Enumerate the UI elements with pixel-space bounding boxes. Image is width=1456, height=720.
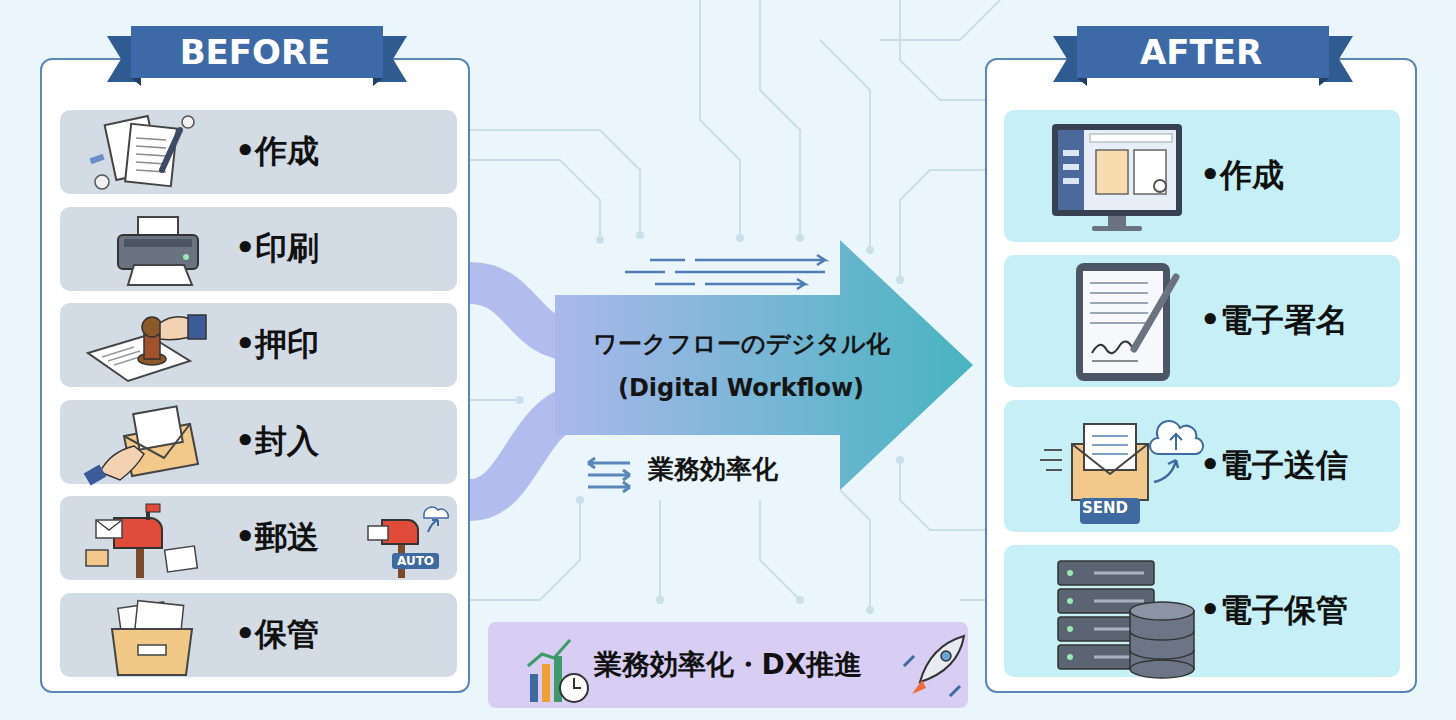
panel-heading: BEFORE xyxy=(180,30,331,74)
step-box: •作成 xyxy=(1004,110,1400,242)
auto-badge: AUTO xyxy=(392,553,439,569)
step-label: •郵送 xyxy=(235,516,319,560)
stamp-icon xyxy=(78,305,208,387)
arrow-shape xyxy=(555,240,975,490)
goal-box: 業務効率化・DX推進 xyxy=(488,622,968,708)
step-label: •封入 xyxy=(235,420,319,464)
arrow-label: ワークフローのデジタル化 (Digital Workflow) xyxy=(561,322,921,410)
step-box: •作成 xyxy=(60,110,457,194)
step-box: •印刷 xyxy=(60,207,457,291)
step-box: •封入 xyxy=(60,400,457,484)
efficiency-label: 業務効率化 xyxy=(648,452,778,487)
printer-icon xyxy=(94,211,224,291)
step-label: •電子署名 xyxy=(1200,299,1348,343)
step-label: •押印 xyxy=(235,323,319,367)
step-label: •印刷 xyxy=(235,227,319,271)
step-box: •電子保管 xyxy=(1004,545,1400,677)
box-icon xyxy=(80,595,210,677)
circuit-lines xyxy=(470,0,1000,610)
step-box: •電子送信 xyxy=(1004,400,1400,532)
server-icon xyxy=(1020,549,1210,675)
send-badge: SEND xyxy=(1076,498,1134,518)
step-label: •電子送信 xyxy=(1200,444,1348,488)
efficiency-arrows-icon xyxy=(588,458,630,492)
step-label: •作成 xyxy=(235,130,319,174)
panel-heading: AFTER xyxy=(1140,30,1262,74)
tablet-icon xyxy=(1018,257,1198,385)
transform-arrow: ワークフローのデジタル化 (Digital Workflow) xyxy=(555,240,975,490)
step-box: •保管 xyxy=(60,593,457,677)
stage-panel: •作成•印刷•押印•封入•郵送•保管BEFORE xyxy=(40,58,470,693)
envelope-icon xyxy=(80,402,210,484)
step-label: •保管 xyxy=(235,613,319,657)
step-label: •作成 xyxy=(1200,154,1284,198)
goal-label: 業務効率化・DX推進 xyxy=(594,646,863,684)
monitor-icon xyxy=(1022,116,1202,236)
step-box: •押印 xyxy=(60,303,457,387)
step-label: •電子保管 xyxy=(1200,589,1348,633)
docs-icon xyxy=(80,112,210,194)
stage-panel: •作成•電子署名•電子送信•電子保管AFTER xyxy=(985,58,1417,693)
step-box: •電子署名 xyxy=(1004,255,1400,387)
